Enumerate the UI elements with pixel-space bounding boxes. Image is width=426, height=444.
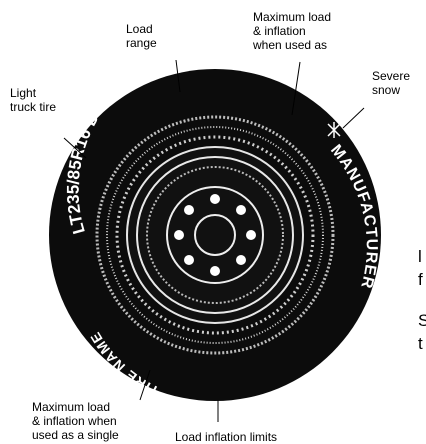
label-light-truck: Light truck tire	[10, 86, 56, 114]
side-text-1: l	[418, 247, 422, 267]
leader-severe-snow	[343, 108, 364, 128]
lug-nut	[210, 194, 220, 204]
lug-nut	[236, 205, 246, 215]
side-text-4: t	[418, 334, 423, 354]
rim-outer	[127, 147, 303, 323]
side-text-3: S	[418, 311, 426, 331]
mud-snow-text: M+S	[154, 38, 194, 67]
lug-nut	[236, 255, 246, 265]
lug-nut	[184, 255, 194, 265]
label-max-load-single: Maximum load & inflation when used as a …	[32, 400, 119, 442]
label-load-inflation-limits: Load inflation limits	[175, 430, 277, 444]
label-max-load-dual: Maximum load & inflation when used as	[253, 10, 331, 52]
label-severe-snow: Severe snow	[372, 69, 410, 97]
lug-nut	[246, 230, 256, 240]
lug-nut	[184, 205, 194, 215]
lug-nut	[210, 266, 220, 276]
lug-nut	[174, 230, 184, 240]
side-text-2: f	[418, 270, 423, 290]
label-load-range: Load range	[126, 22, 157, 50]
